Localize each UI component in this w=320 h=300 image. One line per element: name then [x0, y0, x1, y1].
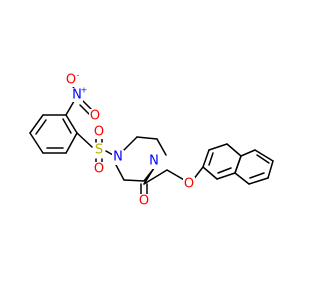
bond-ring-a-2: [29, 114, 44, 134]
bond-n-carbonyl: [143, 167, 155, 185]
bond-carbonyl-ch2: [143, 169, 168, 185]
bond-naph-b-2-inner: [256, 154, 270, 164]
bond-pip-5: [123, 179, 145, 182]
bond-pip-2: [136, 136, 158, 140]
bond-naph-a-5-inner: [217, 167, 232, 174]
bond-pip-1: [123, 136, 138, 151]
bond-naph-a-1: [202, 149, 210, 168]
bonds: [29, 83, 274, 197]
sulfonyl-o-top-label: O: [94, 125, 104, 140]
sulfonyl-s-label: S: [95, 143, 103, 158]
nitro-o-minus-label: O: [66, 73, 76, 88]
bond-nitro-o-double-2: [79, 104, 91, 116]
sulfonyl-o-bottom-label: O: [94, 162, 104, 177]
bond-naph-b-3: [267, 160, 274, 179]
bond-naph-a-2: [208, 143, 228, 151]
bond-naph-b-5: [234, 172, 250, 185]
bond-naph-a-1-inner: [208, 152, 214, 166]
bond-ring-a-2-inner: [35, 119, 47, 135]
bond-ring-a-6-inner: [62, 118, 72, 134]
nitro-o-double-label: O: [90, 109, 100, 124]
bond-sulfur-n: [105, 150, 114, 156]
piperazine-n-right-label: N: [149, 154, 159, 169]
bond-ring-sulfur: [76, 132, 93, 148]
bond-ch2-o: [166, 169, 187, 182]
ether-o-label: O: [184, 177, 194, 192]
molecule-structure: N + O - O O S O N N O O: [29, 71, 274, 209]
bond-naph-a-5: [216, 172, 236, 180]
bond-pip-6: [115, 164, 125, 181]
carbonyl-o-label: O: [139, 194, 149, 209]
nitro-n-label: N: [72, 88, 82, 103]
nitro-o-charge: -: [77, 71, 80, 80]
bond-ring-a-6: [65, 114, 78, 134]
atom-labels: N + O - O O S O N N O O: [66, 71, 195, 209]
bond-ring-a-5: [65, 132, 78, 154]
bond-naph-b-4-inner: [249, 172, 265, 179]
bond-naph-a-6: [202, 166, 218, 180]
piperazine-n-left-label: N: [113, 150, 123, 165]
nitro-n-charge: +: [81, 86, 88, 95]
bond-naph-b-2: [254, 149, 274, 162]
bond-naph-b-6: [234, 155, 242, 174]
bond-pip-3: [156, 138, 167, 156]
bond-naph-b-4: [248, 177, 269, 185]
bond-ring-a-3: [29, 132, 44, 154]
bond-naph-b-1: [240, 149, 256, 157]
bond-naph-a-3: [226, 143, 242, 157]
